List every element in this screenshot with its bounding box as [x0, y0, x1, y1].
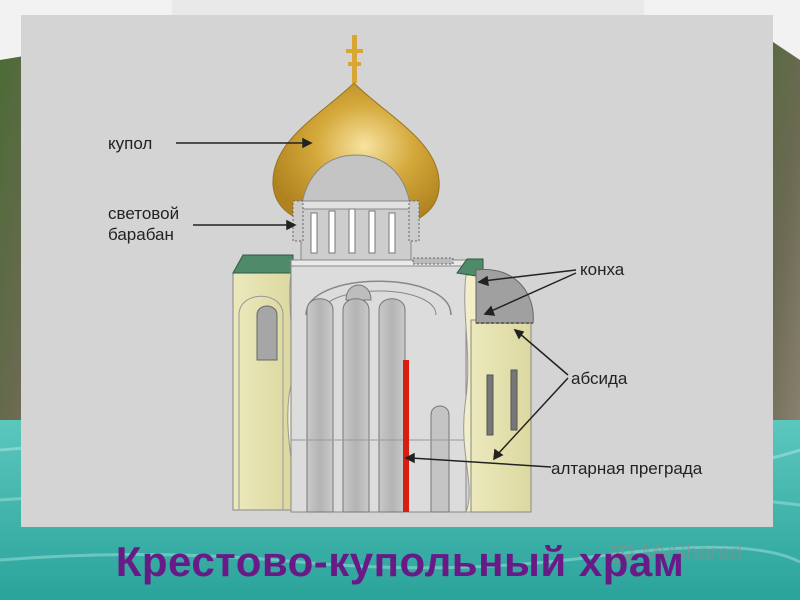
concha-label: конха: [580, 260, 625, 279]
dome-label: купол: [108, 134, 153, 153]
pointer-arrows: [176, 137, 577, 468]
diagram-panel: [21, 15, 773, 527]
watermark: MyShared: [642, 540, 743, 565]
slide-title: Крестово-купольный храм: [115, 538, 685, 585]
watermark-logo-icon: [611, 545, 633, 563]
altar-barrier: [403, 360, 409, 512]
drum-label-line1: световой: [108, 204, 180, 223]
cross-icon: [346, 35, 363, 83]
altar-barrier-label: алтарная преграда: [551, 459, 703, 478]
drum-label-line2: барабан: [108, 225, 174, 244]
central-body: [290, 257, 467, 513]
apse-label: абсида: [571, 369, 628, 388]
light-drum: [292, 154, 420, 266]
